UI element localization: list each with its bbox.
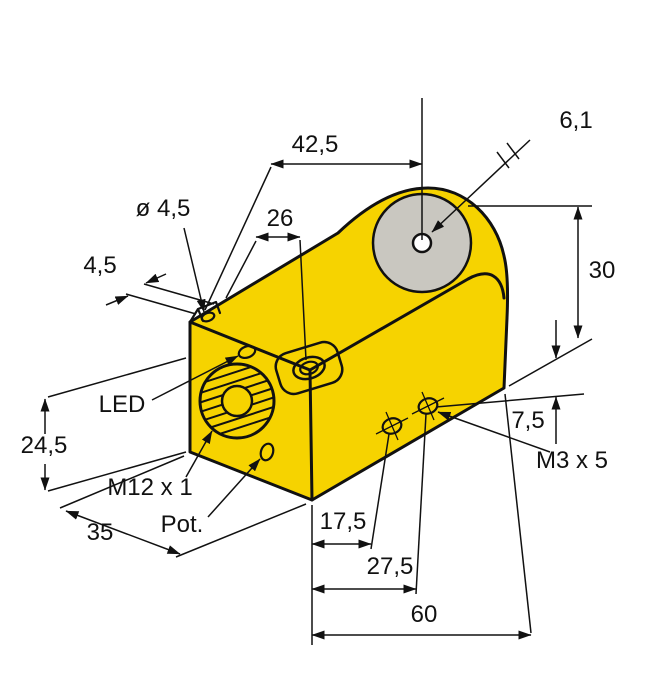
dim-label-left-height: 24,5 [21, 432, 68, 459]
label-connector: M12 x 1 [107, 474, 192, 501]
dimension-labels: 42,5 6,1 ø 4,5 26 4,5 30 LED 24,5 M12 x … [21, 107, 616, 628]
label-m3-thread: M3 x 5 [536, 447, 608, 474]
dim-label-notch-width: 4,5 [83, 252, 116, 279]
label-pot: Pot. [161, 511, 204, 538]
dim-label-notch-hole-dia: ø 4,5 [136, 195, 191, 222]
m12-connector [198, 362, 276, 440]
label-led: LED [99, 391, 146, 418]
dim-label-top-width: 42,5 [292, 131, 339, 158]
dimension-lines [40, 98, 593, 645]
pot-opening [259, 442, 275, 462]
notch-hole [200, 311, 216, 323]
dim-label-m3-offset-2: 27,5 [367, 553, 414, 580]
dim-label-m3-height: 7,5 [511, 407, 544, 434]
dim-label-depth: 35 [87, 519, 114, 546]
sensor-housing [188, 186, 510, 502]
dim-label-length: 60 [411, 601, 438, 628]
led-window [237, 344, 257, 360]
dim-label-m3-offset-1: 17,5 [320, 508, 367, 535]
housing-edges [188, 272, 506, 502]
dim-label-hole-offset: 26 [267, 205, 294, 232]
dim-label-height: 30 [589, 257, 616, 284]
dim-label-hole-dia: 6,1 [559, 107, 592, 134]
m3-holes [375, 391, 445, 441]
connector-threads [199, 366, 275, 435]
